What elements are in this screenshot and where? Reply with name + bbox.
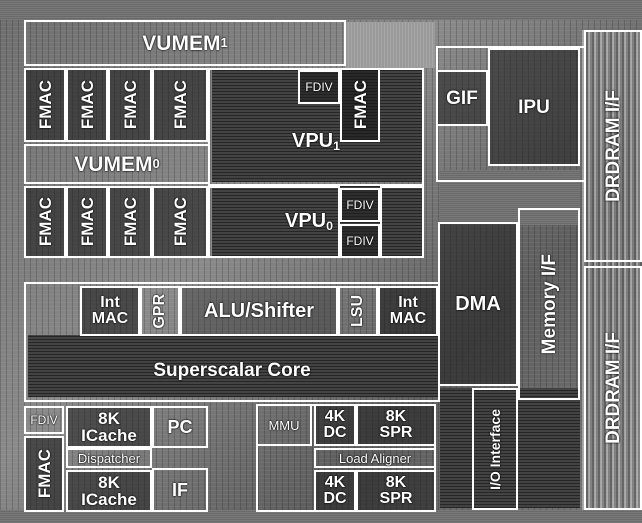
- fmac-lower-2: FMAC: [66, 186, 108, 258]
- fmac-label: FMAC: [35, 80, 55, 130]
- spr-label: 8K SPR: [379, 408, 413, 441]
- load-aligner-label: Load Aligner: [338, 450, 412, 466]
- fmac-label: FMAC: [120, 80, 140, 130]
- vpu1-label: VPU: [291, 130, 334, 153]
- vpu0-right-region: [380, 186, 424, 258]
- dma-block: DMA: [438, 222, 518, 386]
- superscalar-core-label: Superscalar Core: [153, 360, 311, 381]
- fmac-label: FMAC: [77, 80, 97, 130]
- fmac-upper-1: FMAC: [24, 68, 66, 142]
- vumem1-label: VUMEM: [142, 31, 221, 55]
- int-mac-label: Int MAC: [389, 294, 427, 327]
- vumem1-subscript: 1: [220, 35, 228, 51]
- fmac-upper-4: FMAC: [152, 68, 208, 142]
- io-interface-block: I/O Interface: [472, 388, 518, 510]
- fmac-label: FMAC: [34, 449, 54, 499]
- fmac-vpu1: FMAC: [340, 68, 380, 142]
- fdiv-vpu0-1: FDIV: [340, 188, 380, 222]
- fmac-upper-3: FMAC: [108, 68, 152, 142]
- icache-8k-lower: 8K ICache: [66, 470, 152, 512]
- vpu0-text: VPU0: [285, 211, 333, 233]
- io-texture: [440, 388, 580, 508]
- alu-shifter-label: ALU/Shifter: [204, 300, 314, 322]
- icache-label: 8K ICache: [81, 473, 137, 509]
- fmac-label: FMAC: [170, 80, 190, 130]
- drdram-if-lower: DRDRAM I/F: [584, 266, 642, 510]
- io-interface-label: I/O Interface: [487, 408, 503, 490]
- drdram-if-label: DRDRAM I/F: [602, 90, 624, 202]
- ipu-label: IPU: [518, 96, 550, 118]
- superscalar-core-block: Superscalar Core: [24, 282, 440, 402]
- fmac-lower-1: FMAC: [24, 186, 66, 258]
- fmac-label: FMAC: [35, 197, 55, 247]
- fdiv-label: FDIV: [305, 80, 333, 94]
- int-mac-right: Int MAC: [378, 286, 438, 336]
- dc-label: 4K DC: [323, 474, 347, 507]
- if-block: IF: [152, 468, 208, 512]
- fmac-label: FMAC: [350, 80, 370, 130]
- fmac-label: FMAC: [77, 197, 97, 247]
- if-label: IF: [172, 480, 188, 500]
- fmac-label: FMAC: [170, 197, 190, 247]
- fdiv-upper: FDIV: [298, 70, 340, 104]
- dc-label: 4K DC: [323, 408, 347, 441]
- fdiv-label: FDIV: [346, 234, 374, 248]
- vumem0-label: VUMEM: [74, 152, 153, 176]
- vpu0-texture: [212, 186, 422, 256]
- mmu-label: MMU: [268, 417, 300, 433]
- fmac-lower-3: FMAC: [108, 186, 152, 258]
- mid-right-texture: [440, 170, 580, 225]
- dma-label: DMA: [455, 293, 501, 315]
- pc-block: PC: [152, 406, 208, 448]
- load-store-cluster: [256, 404, 436, 512]
- drdram-pads-texture: [582, 30, 642, 523]
- vpu1-subscript: 1: [333, 139, 341, 154]
- lsu-block: LSU: [338, 286, 378, 336]
- vpu0-block: VPU0: [208, 186, 340, 258]
- icache-8k-upper: 8K ICache: [66, 406, 152, 448]
- vpu1-block: VPU1: [208, 68, 424, 186]
- ipu-block: IPU: [488, 48, 580, 166]
- dispatcher-label: Dispatcher: [77, 450, 141, 466]
- gpr-block: GPR: [140, 286, 180, 336]
- fmac-core: FMAC: [24, 436, 64, 512]
- gif-block: GIF: [436, 70, 488, 126]
- spr-8k-lower: 8K SPR: [356, 470, 436, 512]
- gif-label: GIF: [446, 87, 478, 109]
- upper-logic-texture: [345, 22, 435, 68]
- vpu0-subscript: 0: [326, 219, 334, 234]
- fdiv-core: FDIV: [24, 406, 64, 434]
- memory-if-label: Memory I/F: [538, 253, 560, 355]
- vpu0-label: VPU: [284, 210, 327, 233]
- pc-label: PC: [167, 417, 193, 437]
- drdram-if-upper: DRDRAM I/F: [584, 30, 642, 262]
- fmac-label: FMAC: [120, 197, 140, 247]
- memory-if-block: Memory I/F: [518, 208, 580, 400]
- fdiv-label: FDIV: [346, 198, 374, 212]
- fdiv-vpu0-2: FDIV: [340, 224, 380, 258]
- fdiv-label: FDIV: [30, 413, 58, 427]
- die-edge-top: [0, 0, 642, 20]
- spr-8k-upper: 8K SPR: [356, 404, 436, 446]
- int-mac-label: Int MAC: [91, 294, 129, 327]
- vumem0-subscript: 0: [152, 156, 160, 172]
- dispatcher-block: Dispatcher: [66, 448, 152, 468]
- fmac-lower-4: FMAC: [152, 186, 208, 258]
- die-edge-bottom: [0, 510, 642, 523]
- int-mac-left: Int MAC: [80, 286, 140, 336]
- fmac-upper-2: FMAC: [66, 68, 108, 142]
- alu-shifter-block: ALU/Shifter: [180, 286, 338, 336]
- drdram-if-label: DRDRAM I/F: [602, 332, 624, 444]
- core-texture: [28, 335, 438, 397]
- icache-label: 8K ICache: [81, 409, 137, 445]
- vpu1-text: VPU1: [292, 131, 340, 153]
- spr-label: 8K SPR: [379, 474, 413, 507]
